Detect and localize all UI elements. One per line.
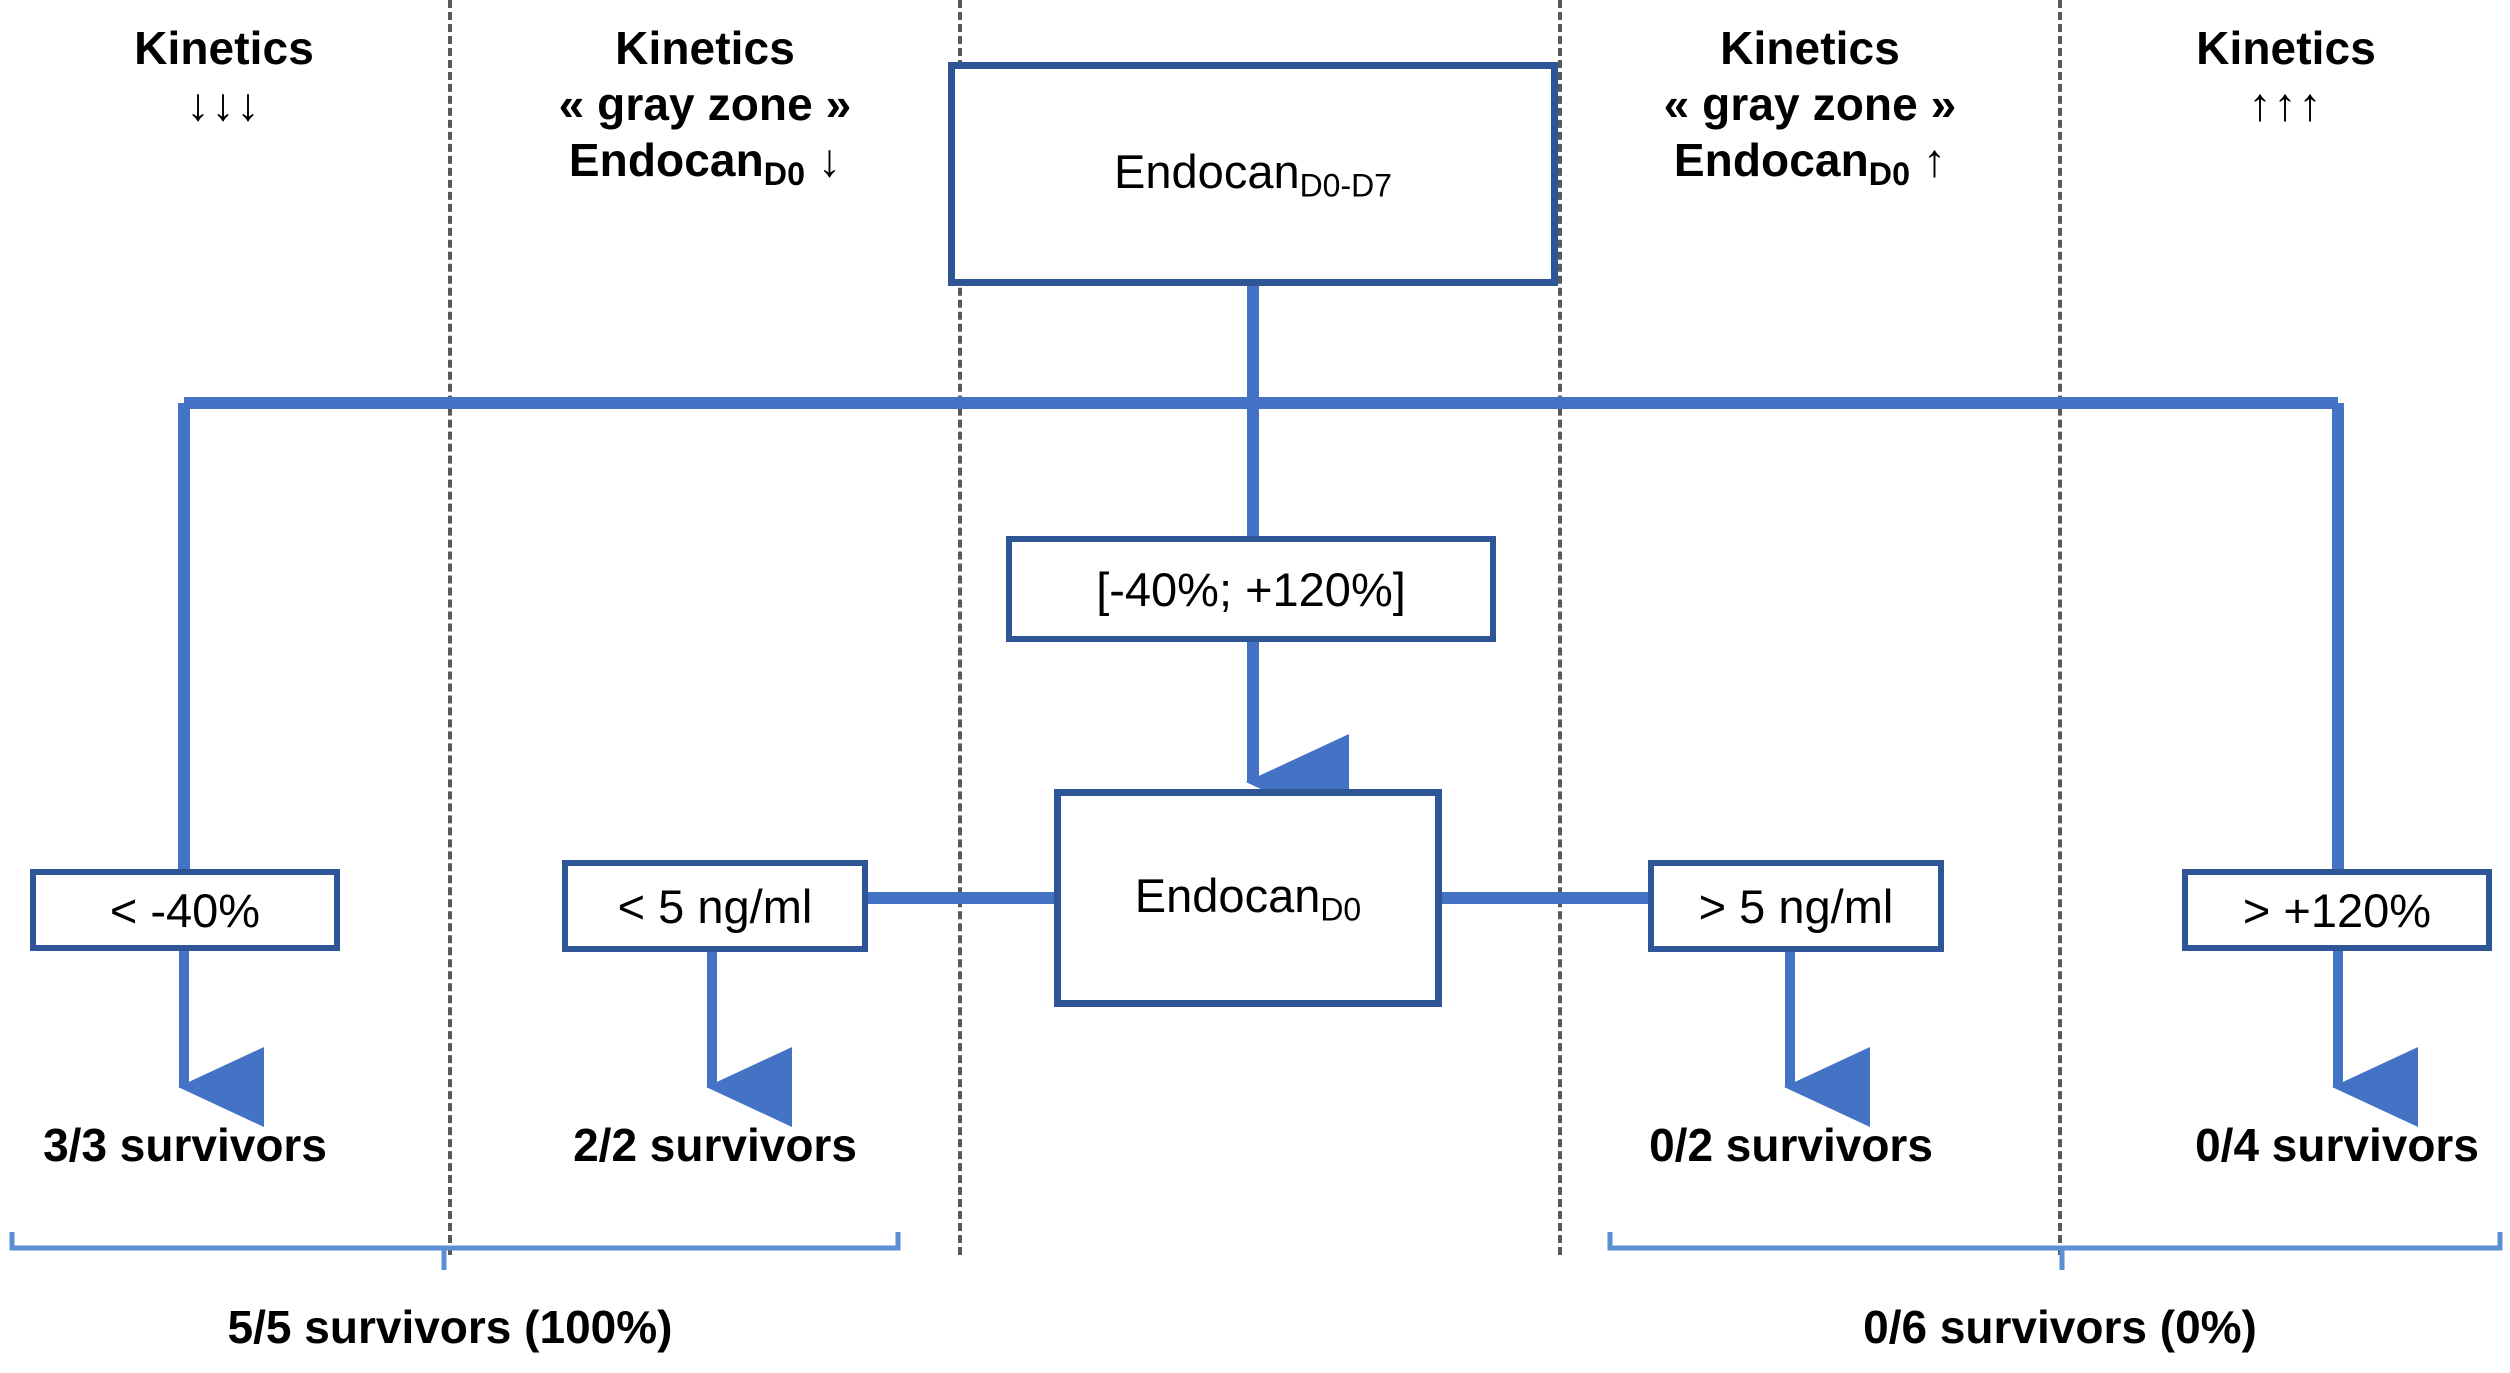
node-right-inner-threshold[interactable]: > 5 ng/ml xyxy=(1648,860,1944,952)
node-subscript: D0-D7 xyxy=(1299,167,1392,204)
outcome-left-inner: 2/2 survivors xyxy=(573,1119,857,1171)
column-header-subscript: D0 xyxy=(1868,156,1911,193)
node-range[interactable]: [-40%; +120%] xyxy=(1006,536,1496,642)
node-endocan-d0[interactable]: EndocanD0 xyxy=(1054,789,1442,1007)
bracket-right xyxy=(1607,1232,2503,1270)
column-header-line1: Kinetics xyxy=(615,22,795,74)
column-header-line1: Kinetics xyxy=(134,22,314,74)
column-header-line3: Endocan xyxy=(1673,134,1869,187)
column-header-arrows: ↑ xyxy=(1923,134,1947,187)
column-header-kinetics-strong-decrease: Kinetics ↓↓↓ xyxy=(0,20,448,132)
node-label: > +120% xyxy=(2242,883,2432,937)
node-label: Endocan xyxy=(1134,868,1321,922)
column-header-line1: Kinetics xyxy=(1720,22,1900,74)
node-label: [-40%; +120%] xyxy=(1096,562,1406,616)
bracket-left xyxy=(9,1232,901,1270)
node-endocan-d0-d7[interactable]: EndocanD0-D7 xyxy=(948,62,1558,286)
node-label: < -40% xyxy=(109,883,261,937)
total-left: 5/5 survivors (100%) xyxy=(227,1301,673,1353)
column-divider-2 xyxy=(958,0,962,1255)
column-header-line3: Endocan xyxy=(568,134,764,187)
total-right: 0/6 survivors (0%) xyxy=(1863,1301,2257,1353)
column-divider-4 xyxy=(2058,0,2062,1255)
column-header-subscript: D0 xyxy=(763,156,806,193)
column-header-line1: Kinetics xyxy=(2196,22,2376,74)
node-left-inner-threshold[interactable]: < 5 ng/ml xyxy=(562,860,868,952)
node-label: < 5 ng/ml xyxy=(617,879,813,933)
node-label: > 5 ng/ml xyxy=(1698,879,1894,933)
outcome-left-outer: 3/3 survivors xyxy=(43,1119,327,1171)
column-header-line2: « gray zone » xyxy=(558,78,852,131)
node-subscript: D0 xyxy=(1320,891,1362,928)
column-header-arrows: ↓↓↓ xyxy=(186,78,262,131)
column-header-line2: « gray zone » xyxy=(1663,78,1957,131)
column-header-arrows: ↑↑↑ xyxy=(2248,78,2324,131)
outcome-right-outer: 0/4 survivors xyxy=(2195,1119,2479,1171)
node-label: Endocan xyxy=(1114,144,1300,198)
column-header-kinetics-gray-zone-high: Kinetics « gray zone » EndocanD0 ↑ xyxy=(1562,20,2058,195)
outcome-right-inner: 0/2 survivors xyxy=(1649,1119,1933,1171)
node-right-outer-threshold[interactable]: > +120% xyxy=(2182,869,2492,951)
node-left-outer-threshold[interactable]: < -40% xyxy=(30,869,340,951)
column-divider-1 xyxy=(448,0,452,1255)
column-header-kinetics-strong-increase: Kinetics ↑↑↑ xyxy=(2062,20,2510,132)
column-header-kinetics-gray-zone-low: Kinetics « gray zone » EndocanD0 ↓ xyxy=(452,20,958,195)
column-divider-3 xyxy=(1558,0,1562,1255)
column-header-arrows: ↓ xyxy=(818,134,842,187)
